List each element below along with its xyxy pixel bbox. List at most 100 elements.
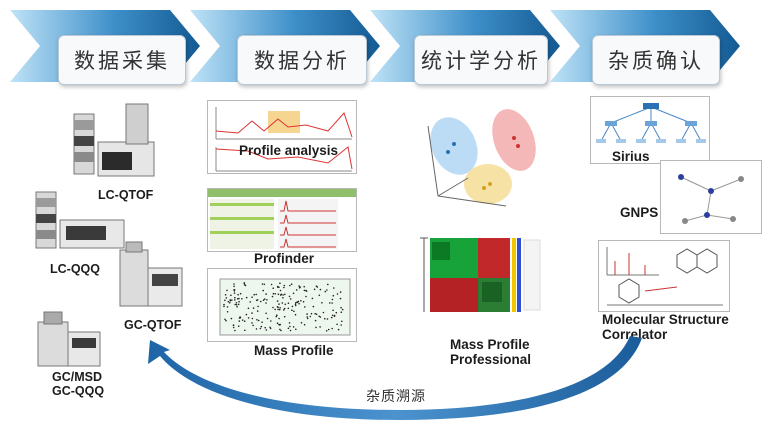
scatter-texture-dot <box>265 293 267 295</box>
scatter-texture-dot <box>272 292 275 295</box>
scatter-texture-dot <box>243 284 246 286</box>
scatter-texture-dot <box>322 311 325 314</box>
scatter-texture-dot <box>237 325 240 327</box>
scatter-texture-dot <box>341 320 343 323</box>
scatter-texture-dot <box>235 302 238 304</box>
scatter-texture-dot <box>298 285 300 287</box>
scatter-texture-dot <box>225 319 227 322</box>
scatter-texture-dot <box>302 301 305 303</box>
scatter-texture-dot <box>304 306 306 308</box>
scatter-texture-dot <box>230 317 233 320</box>
scatter-texture-dot <box>270 283 273 286</box>
scatter-texture-dot <box>226 306 229 308</box>
scatter-texture-dot <box>245 313 248 316</box>
scatter-texture-dot <box>319 288 322 291</box>
scatter-texture-dot <box>315 326 317 329</box>
scatter-texture-dot <box>235 304 238 306</box>
scatter-texture-dot <box>256 310 259 312</box>
scatter-texture-dot <box>314 319 317 322</box>
scatter-texture-dot <box>331 314 334 317</box>
trace-label: 杂质溯源 <box>366 389 426 405</box>
scatter-texture-dot <box>278 317 280 320</box>
scatter-texture-dot <box>326 318 329 320</box>
scatter-texture-dot <box>331 298 334 301</box>
msc-label-line2: Correlator <box>602 327 668 342</box>
scatter-texture-dot <box>272 287 274 289</box>
scatter-texture-dot <box>241 298 243 300</box>
scatter-texture-dot <box>333 287 335 289</box>
scatter-texture-dot <box>303 285 305 288</box>
scatter-texture-dot <box>289 329 292 332</box>
scatter-texture-dot <box>319 326 321 328</box>
scatter-texture-dot <box>309 315 312 318</box>
gc-qqq-label: GC-QQQ <box>52 384 105 398</box>
scatter-texture-dot <box>251 296 253 298</box>
scatter-texture-dot <box>277 293 280 295</box>
scatter-texture-dot <box>327 283 329 286</box>
scatter-texture-dot <box>276 322 279 324</box>
scatter-texture-dot <box>226 289 228 292</box>
scatter-texture-dot <box>224 318 226 321</box>
scatter-texture-dot <box>306 316 308 318</box>
scatter-texture-dot <box>332 294 335 297</box>
scatter-texture-dot <box>321 302 323 304</box>
scatter-texture-dot <box>278 323 280 326</box>
scatter-texture-dot <box>272 306 274 309</box>
scatter-texture-dot <box>243 282 246 284</box>
scatter-texture-dot <box>260 300 262 303</box>
scatter-texture-dot <box>318 294 321 297</box>
scatter-texture-dot <box>278 308 281 311</box>
msc-screenshot <box>598 240 730 312</box>
scatter-texture-dot <box>257 319 260 322</box>
scatter-texture-dot <box>237 293 239 296</box>
heatmap-icon <box>420 237 541 312</box>
scatter-texture-dot <box>282 294 284 296</box>
scatter-texture-dot <box>298 287 301 289</box>
scatter-texture-dot <box>277 286 279 288</box>
stage-title-acquisition: 数据采集 <box>58 35 186 85</box>
scatter-texture-dot <box>326 289 328 291</box>
scatter-texture-dot <box>233 292 236 294</box>
scatter-texture-dot <box>237 303 240 306</box>
scatter-texture-dot <box>319 316 322 318</box>
scatter-texture-dot <box>295 289 298 291</box>
scatter-texture-dot <box>279 307 281 309</box>
scatter-texture-dot <box>279 323 281 326</box>
scatter-texture-dot <box>255 293 257 296</box>
scatter-texture-dot <box>247 317 250 319</box>
scatter-texture-dot <box>261 321 263 323</box>
scatter-texture-dot <box>229 299 231 301</box>
scatter-texture-dot <box>232 324 235 327</box>
gnps-network-screenshot <box>660 160 762 234</box>
scatter-texture-dot <box>314 312 316 315</box>
scatter-texture-dot <box>234 299 236 301</box>
scatter-texture-dot <box>232 326 235 329</box>
scatter-texture-dot <box>251 317 254 320</box>
scatter-texture-dot <box>336 293 339 295</box>
scatter-texture-dot <box>223 303 225 306</box>
scatter-texture-dot <box>294 304 297 307</box>
scatter-texture-dot <box>287 307 290 310</box>
scatter-texture-dot <box>291 305 294 308</box>
scatter-texture-dot <box>233 289 235 291</box>
scatter-texture-dot <box>296 301 298 303</box>
scatter-texture-dot <box>288 295 291 298</box>
scatter-texture-dot <box>236 298 239 300</box>
scatter-texture-dot <box>244 329 246 332</box>
scatter-texture-dot <box>287 302 290 304</box>
scatter-texture-dot <box>293 310 295 313</box>
scatter-texture-dot <box>329 302 331 304</box>
scatter-texture-dot <box>316 286 319 288</box>
scatter-texture-dot <box>291 309 293 311</box>
scatter-texture-dot <box>262 289 264 292</box>
scatter-texture-dot <box>249 301 251 303</box>
scatter-texture-dot <box>241 319 244 321</box>
scatter-texture-dot <box>327 328 330 331</box>
scatter-texture-dot <box>284 303 287 306</box>
scatter-texture-dot <box>306 317 309 320</box>
scatter-texture-dot <box>256 299 259 301</box>
mass-profile-screenshot <box>207 268 357 342</box>
scatter-texture-dot <box>331 327 333 330</box>
scatter-texture-dot <box>279 282 281 284</box>
